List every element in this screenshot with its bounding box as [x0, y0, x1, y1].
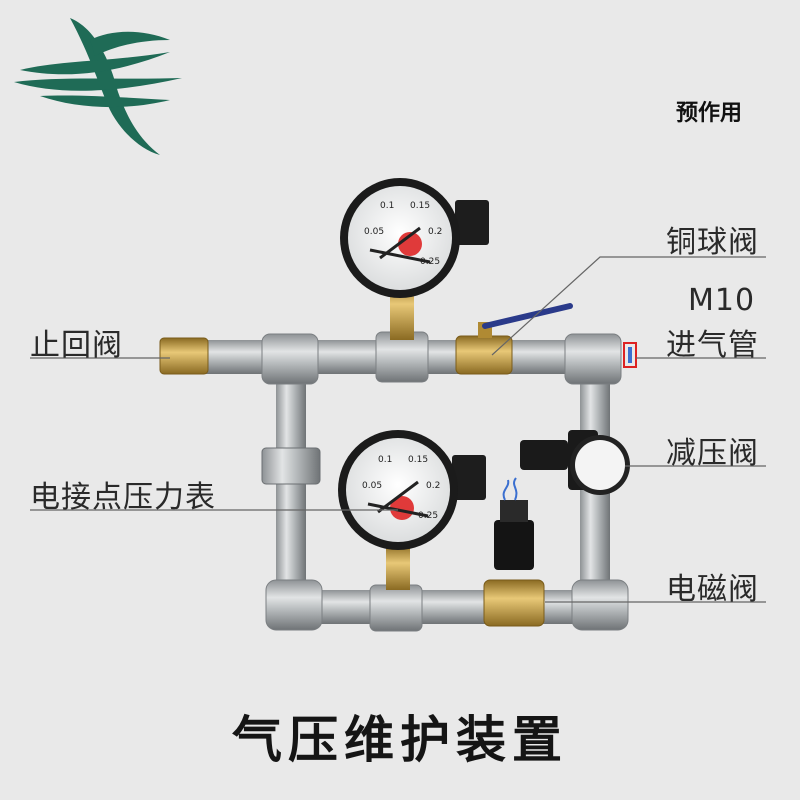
solenoid-valve: [483, 477, 545, 627]
check-valve: [159, 337, 209, 375]
label-solenoid: 电磁阀: [666, 572, 759, 607]
label-check-valve: 止回阀: [30, 328, 123, 363]
bottom-tee: [369, 584, 423, 632]
bottom-gauge-tick: 0.15: [408, 455, 428, 465]
label-inlet-line2: 进气管: [666, 328, 759, 363]
top-gauge-tick: 0.1: [380, 201, 394, 211]
bottom-right-elbow: [571, 579, 629, 631]
top-left-elbow: [261, 333, 319, 385]
inlet-marker: [623, 342, 637, 368]
ball-valve: [455, 303, 573, 375]
bottom-pressure-gauge: [338, 430, 486, 590]
bottom-left-elbow: [265, 579, 323, 631]
bottom-gauge-tick: 0.1: [378, 455, 392, 465]
pressure-reducer: [520, 430, 630, 495]
page-title: 气压维护装置: [232, 711, 568, 769]
label-reducer: 减压阀: [666, 436, 759, 471]
top-pressure-gauge: [340, 178, 489, 340]
bottom-gauge-tick: 0.25: [418, 511, 438, 521]
top-gauge-tick: 0.05: [364, 227, 384, 237]
top-right-elbow: [564, 333, 622, 385]
leader-ball-valve: [491, 256, 766, 356]
bottom-gauge-tick: 0.2: [426, 481, 440, 491]
label-ball-valve: 铜球阀: [666, 225, 759, 260]
swallow-logo: [14, 18, 182, 155]
top-gauge-tick: 0.15: [410, 201, 430, 211]
label-gauge: 电接点压力表: [30, 480, 216, 515]
pipe-union: [261, 447, 321, 485]
bottom-pipe: [285, 590, 615, 624]
label-inlet-line1: M10: [688, 283, 756, 318]
bottom-gauge-tick: 0.05: [362, 481, 382, 491]
left-riser: [276, 360, 306, 610]
top-gauge-tick: 0.2: [428, 227, 442, 237]
corner-tag: 预作用: [676, 101, 743, 126]
top-gauge-tick: 0.25: [420, 257, 440, 267]
